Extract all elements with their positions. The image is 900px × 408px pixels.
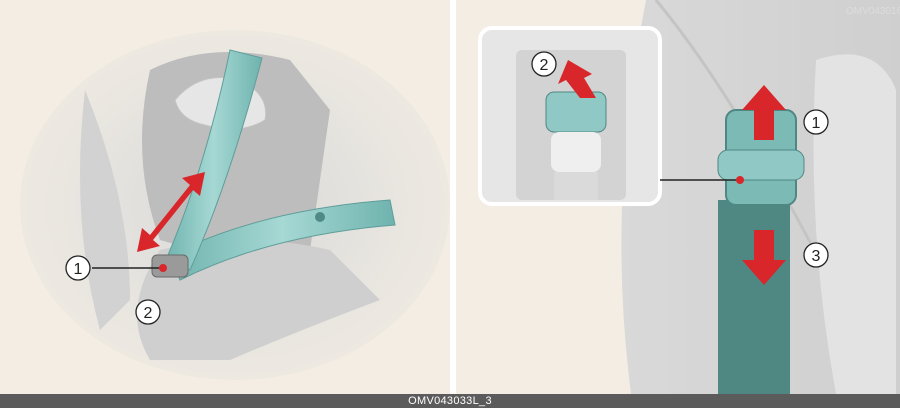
callout-1-right-number: 1 [812, 115, 821, 132]
height-adjuster-illustration: OMV043016 2 1 3 [456, 0, 900, 394]
belt-rivet [315, 212, 325, 222]
belt-buckle [152, 255, 188, 277]
faint-code: OMV043016 [846, 6, 900, 17]
callout-2-right: 2 [532, 52, 556, 76]
callout-3-right-number: 3 [812, 248, 821, 265]
callout-1-number: 1 [74, 261, 83, 278]
figure-code: OMV043033L_3 [408, 395, 492, 407]
figure-code-bar: OMV043033L_3 [0, 394, 900, 408]
callout-2-right-number: 2 [540, 57, 549, 74]
left-illustration-panel: 1 2 [0, 0, 450, 394]
callout-2: 2 [136, 300, 160, 324]
right-illustration-panel: OMV043016 2 1 3 [456, 0, 900, 394]
callout-1-dot [159, 264, 167, 272]
inset-callout-dot [736, 176, 744, 184]
callout-1-right: 1 [804, 110, 828, 134]
belt-strap [718, 200, 790, 394]
lap-belt-illustration: 1 2 [0, 0, 450, 394]
callout-2-number: 2 [144, 305, 153, 322]
adjuster-collar [718, 150, 804, 180]
callout-1: 1 [66, 256, 90, 280]
callout-3-right: 3 [804, 243, 828, 267]
inset-detail [480, 28, 660, 204]
